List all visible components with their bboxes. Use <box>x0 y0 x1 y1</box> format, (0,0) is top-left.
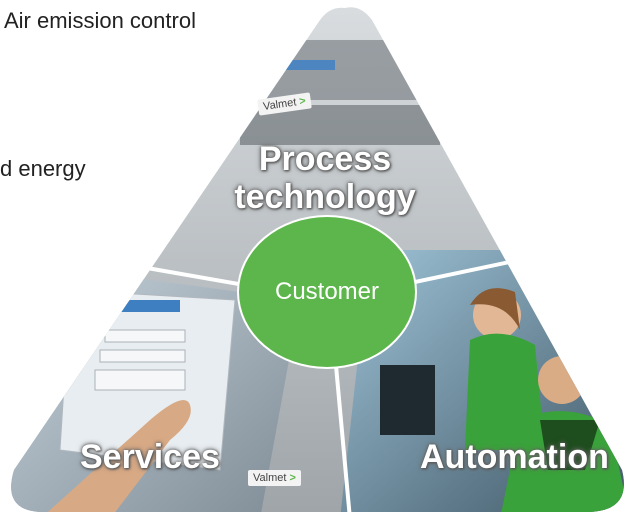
services-label: Services <box>80 438 220 476</box>
valmet-logo-bottom: Valmet > <box>248 470 301 486</box>
energy-text: d energy <box>0 156 86 181</box>
customer-label: Customer <box>274 278 380 305</box>
automation-label: Automation <box>420 438 609 476</box>
customer-circle: Customer <box>239 217 415 367</box>
process-label-line1: Process <box>258 140 392 178</box>
air-emission-control-text: Air emission control <box>4 8 196 33</box>
process-label-line2: technology <box>234 178 416 216</box>
process-technology-label: Process technology <box>200 140 450 216</box>
